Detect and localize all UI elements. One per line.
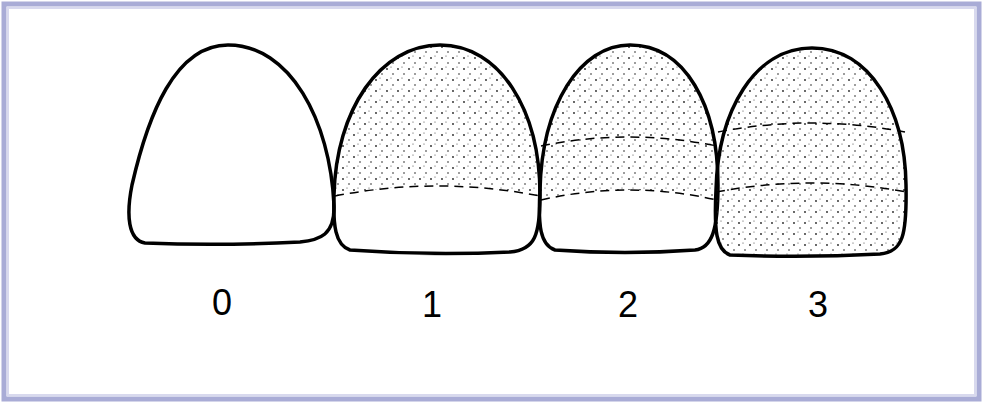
stipple (710, 40, 915, 265)
frame (4, 4, 979, 399)
tooth-grade-number: 2 (618, 287, 638, 323)
tooth-outline (334, 45, 540, 254)
tooth-outline (715, 48, 906, 256)
tooth-grade-number: 1 (422, 287, 442, 323)
tooth-outline (129, 45, 334, 244)
dashed-line (716, 183, 906, 192)
tooth-grade-number: 0 (212, 285, 232, 321)
stipple (330, 0, 545, 196)
stipple (535, 0, 725, 200)
dashed-line (541, 137, 717, 146)
tooth-grade-number: 3 (808, 287, 828, 323)
dashed-line (718, 123, 905, 132)
tooth-outline (539, 45, 718, 253)
frame-inner (8, 8, 975, 395)
dashed-line (335, 186, 540, 196)
dashed-line (541, 190, 717, 200)
